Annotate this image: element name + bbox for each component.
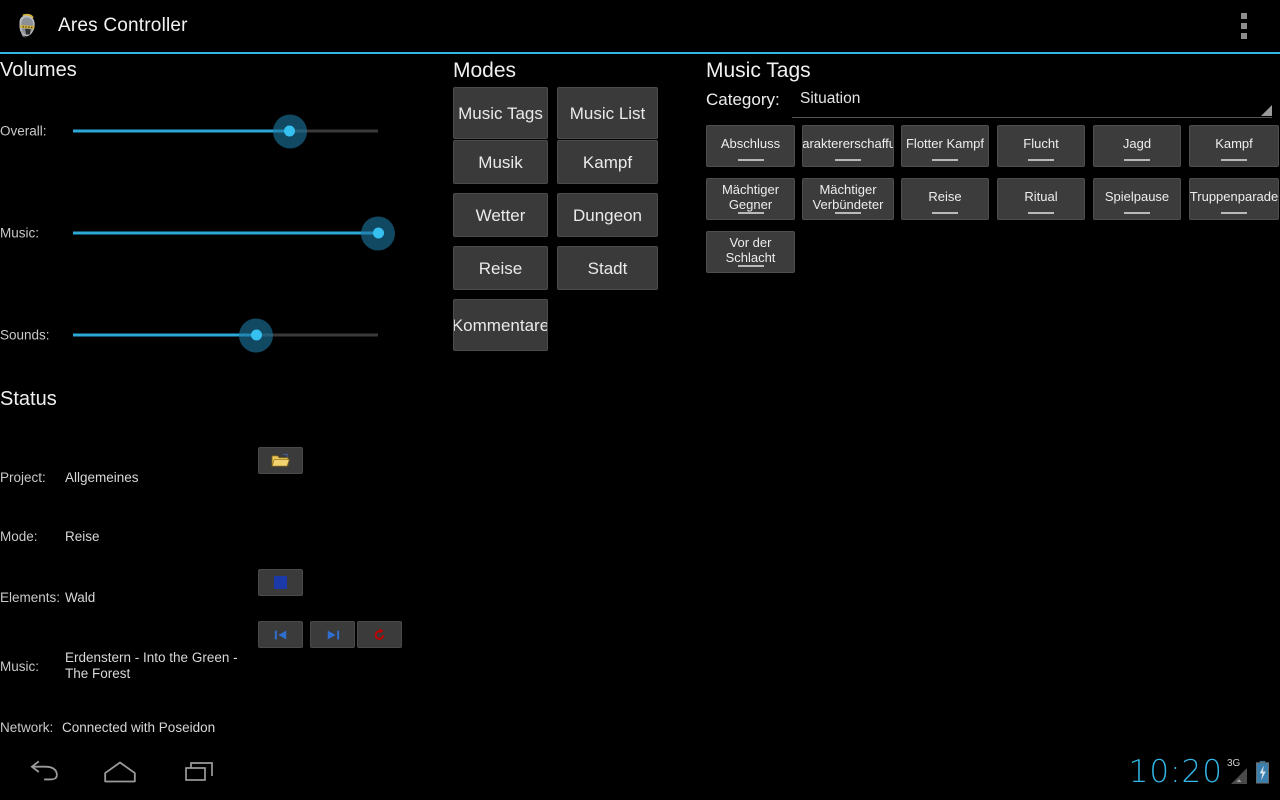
spartan-helmet-icon — [12, 11, 42, 41]
next-track-icon[interactable] — [310, 621, 355, 648]
overall-volume-fill — [73, 129, 290, 133]
mode-button[interactable]: Stadt — [557, 246, 658, 290]
volumes-section-title: Volumes — [0, 59, 77, 81]
music-tags-section-title: Music Tags — [706, 59, 811, 82]
category-spinner[interactable]: Situation — [792, 90, 1272, 118]
music-tag-button[interactable]: Ritual — [997, 178, 1085, 220]
music-tag-button[interactable]: Jagd — [1093, 125, 1181, 167]
music-tags-panel: Music Tags Category: Situation Abschluss… — [700, 54, 1280, 744]
chevron-down-icon — [1261, 105, 1272, 116]
status-row: Mode: Reise — [0, 529, 445, 553]
recents-icon[interactable] — [172, 752, 228, 792]
mode-button[interactable]: Reise — [453, 246, 548, 290]
restart-icon[interactable] — [357, 621, 402, 648]
sounds-volume-slider[interactable]: Sounds: — [0, 318, 440, 352]
music-tag-button[interactable]: Truppenparade — [1189, 178, 1279, 220]
music-tag-button[interactable]: Reise — [901, 178, 989, 220]
mode-value: Reise — [65, 529, 100, 544]
status-section-title: Status — [0, 388, 57, 410]
music-tag-button[interactable]: Charaktererschaffung — [802, 125, 894, 167]
elements-label: Elements: — [0, 590, 61, 605]
home-icon[interactable] — [92, 752, 148, 792]
category-value: Situation — [800, 90, 861, 107]
status-row: Network: Connected with Poseidon — [0, 720, 445, 744]
sounds-volume-label: Sounds: — [0, 327, 50, 343]
music-label: Music: — [0, 659, 40, 674]
music-volume-slider[interactable]: Music: — [0, 216, 440, 250]
music-volume-fill — [73, 231, 378, 235]
project-value: Allgemeines — [65, 470, 139, 485]
music-volume-track[interactable] — [73, 216, 395, 250]
battery-charging-icon — [1255, 760, 1270, 784]
overflow-menu-icon[interactable] — [1230, 9, 1258, 43]
mode-button[interactable]: Music List — [557, 87, 658, 139]
music-tag-button[interactable]: Kampf — [1189, 125, 1279, 167]
back-icon[interactable] — [14, 752, 70, 792]
overall-volume-track[interactable] — [73, 114, 378, 148]
sounds-volume-fill — [73, 333, 256, 337]
music-value: Erdenstern - Into the Green - The Forest — [65, 650, 238, 681]
left-panel: Volumes Overall: Music: Sounds: Status P… — [0, 54, 445, 744]
network-type-label: 3G — [1227, 758, 1241, 769]
mode-button[interactable]: Dungeon — [557, 193, 658, 237]
network-label: Network: — [0, 720, 54, 735]
mode-button[interactable]: Kampf — [557, 140, 658, 184]
overall-volume-label: Overall: — [0, 123, 47, 139]
stop-square-icon[interactable] — [258, 569, 303, 596]
mode-button[interactable]: Music Tags — [453, 87, 548, 139]
network-value: Connected with Poseidon — [62, 720, 216, 735]
mode-button[interactable]: Musik — [453, 140, 548, 184]
previous-track-icon[interactable] — [258, 621, 303, 648]
mode-button[interactable]: Kommentare — [453, 299, 548, 351]
status-icons: 10:20 3G — [1129, 754, 1270, 790]
clock: 10:20 — [1128, 754, 1223, 790]
category-label: Category: — [706, 90, 780, 109]
app-title: Ares Controller — [58, 15, 188, 36]
elements-value: Wald — [65, 590, 96, 605]
system-nav-bar: 10:20 3G — [0, 744, 1280, 800]
overall-volume-slider[interactable]: Overall: — [0, 114, 440, 148]
music-volume-thumb[interactable] — [361, 216, 395, 250]
overall-volume-thumb[interactable] — [272, 114, 307, 148]
sounds-volume-track[interactable] — [73, 318, 378, 352]
music-volume-label: Music: — [0, 225, 40, 241]
music-tag-button[interactable]: Mächtiger Gegner — [706, 178, 795, 220]
status-row: Music: Erdenstern - Into the Green - The… — [0, 621, 445, 690]
project-label: Project: — [0, 470, 46, 485]
sounds-volume-thumb[interactable] — [239, 318, 273, 352]
music-tag-button[interactable]: Vor der Schlacht — [706, 231, 795, 273]
action-bar: Ares Controller — [0, 0, 1280, 54]
music-tag-button[interactable]: Flucht — [997, 125, 1085, 167]
status-row: Project: Allgemeines — [0, 447, 445, 494]
music-tag-button[interactable]: Abschluss — [706, 125, 795, 167]
music-tag-button[interactable]: Flotter Kampf — [901, 125, 989, 167]
mode-label: Mode: — [0, 529, 38, 544]
status-row: Elements: Wald — [0, 569, 445, 614]
music-tag-button[interactable]: Spielpause — [1093, 178, 1181, 220]
signal-icon: 3G — [1227, 758, 1251, 785]
modes-section-title: Modes — [453, 59, 517, 82]
open-folder-icon[interactable] — [258, 447, 303, 474]
mode-button[interactable]: Wetter — [453, 193, 548, 237]
music-tag-button[interactable]: Mächtiger Verbündeter — [802, 178, 894, 220]
